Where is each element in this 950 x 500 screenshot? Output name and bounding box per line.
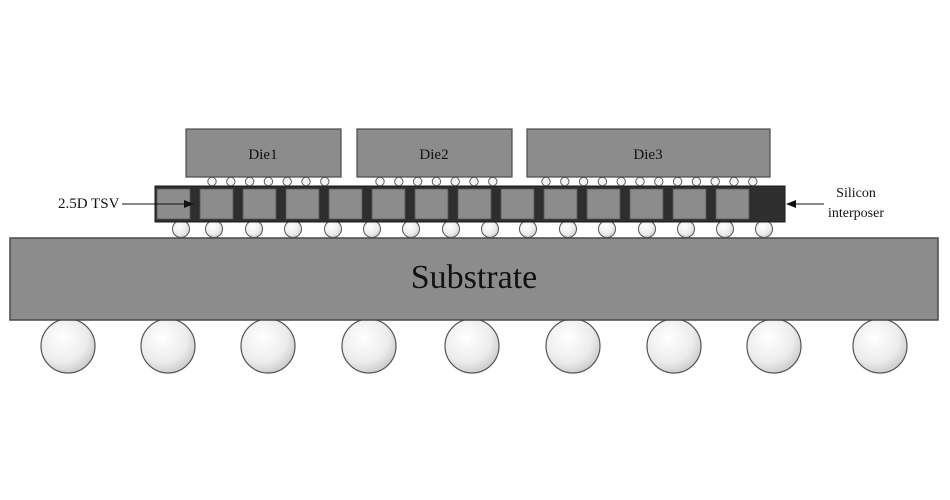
interposer-label-line1: Silicon xyxy=(836,186,876,201)
tsv-arrowhead xyxy=(184,200,194,208)
die-2: Die2 xyxy=(356,128,513,178)
bga-ball xyxy=(140,318,196,374)
bga-ball xyxy=(341,318,397,374)
interposer-cell xyxy=(457,188,492,220)
interposer-label-line2: interposer xyxy=(828,206,884,221)
die-1: Die1 xyxy=(185,128,342,178)
interposer-cell xyxy=(586,188,621,220)
micro-bump xyxy=(450,176,460,187)
interposer-arrowhead xyxy=(786,200,796,208)
c4-bump xyxy=(284,220,302,238)
micro-bump xyxy=(394,176,404,187)
bga-ball xyxy=(545,318,601,374)
substrate-label: Substrate xyxy=(411,259,538,296)
micro-bump xyxy=(578,176,589,187)
micro-bump xyxy=(431,176,442,187)
bga-ball xyxy=(40,318,96,374)
c4-bump xyxy=(519,220,537,238)
c4-bump xyxy=(324,220,342,238)
micro-bump xyxy=(282,176,292,187)
micro-bump xyxy=(635,176,645,187)
interposer-cell xyxy=(500,188,535,220)
micro-bump xyxy=(729,176,739,187)
tsv-label: 2.5D TSV xyxy=(58,196,120,212)
micro-bump xyxy=(207,176,217,187)
micro-bump xyxy=(710,176,720,187)
micro-bump xyxy=(301,176,311,187)
micro-bump xyxy=(375,176,385,187)
micro-bump xyxy=(320,176,330,187)
interposer-cell xyxy=(715,188,750,220)
interposer-cell xyxy=(242,188,277,220)
interposer-cell xyxy=(328,188,363,220)
bga-solder-balls xyxy=(40,318,908,374)
micro-bump xyxy=(244,176,255,187)
die-3: Die3 xyxy=(526,128,771,178)
micro-bump xyxy=(748,176,758,187)
die-3-label: Die3 xyxy=(633,147,662,163)
micro-bump xyxy=(616,176,626,187)
c4-bump xyxy=(363,220,381,238)
micro-bump xyxy=(541,176,551,187)
c4-bumps xyxy=(172,220,773,238)
bga-ball xyxy=(852,318,908,374)
bga-ball xyxy=(746,318,802,374)
micro-bump xyxy=(226,176,236,187)
micro-bump xyxy=(488,176,498,187)
c4-bump xyxy=(172,220,190,238)
c4-bump xyxy=(755,220,773,238)
micro-bump xyxy=(560,176,570,187)
c4-bump xyxy=(638,220,656,238)
c4-bump xyxy=(559,220,577,238)
micro-bump xyxy=(654,176,664,187)
interposer-cell xyxy=(371,188,406,220)
micro-bump xyxy=(691,176,702,187)
c4-bump xyxy=(598,220,616,238)
c4-bump xyxy=(205,220,223,238)
interposer-cell xyxy=(285,188,320,220)
c4-bump xyxy=(481,220,499,238)
c4-bump xyxy=(677,220,695,238)
interposer-cell xyxy=(543,188,578,220)
micro-bumps xyxy=(207,176,758,187)
interposer-cell xyxy=(672,188,707,220)
c4-bump xyxy=(442,220,460,238)
micro-bump xyxy=(263,176,274,187)
substrate xyxy=(9,237,939,321)
die-2-label: Die2 xyxy=(419,147,448,163)
micro-bump xyxy=(597,176,608,187)
bga-ball xyxy=(646,318,702,374)
bga-ball xyxy=(444,318,500,374)
c4-bump xyxy=(716,220,734,238)
c4-bump xyxy=(245,220,263,238)
micro-bump xyxy=(469,176,479,187)
die-1-label: Die1 xyxy=(248,147,277,163)
interposer-cell xyxy=(199,188,234,220)
micro-bump xyxy=(672,176,683,187)
c4-bump xyxy=(402,220,420,238)
interposer-cell xyxy=(414,188,449,220)
micro-bump xyxy=(412,176,423,187)
bga-ball xyxy=(240,318,296,374)
interposer-cell xyxy=(629,188,664,220)
